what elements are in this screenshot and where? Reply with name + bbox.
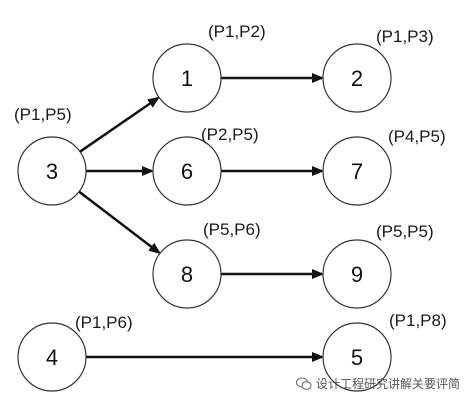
node-5: 5 [322,322,392,392]
node-number: 9 [351,262,363,287]
node-circle [322,322,392,392]
node-8-tag: (P5,P6) [203,220,261,239]
node-9-tag: (P5,P5) [376,222,434,241]
node-circle [322,239,392,309]
watermark-text: 设计工程研究讲解关要评简 [316,377,461,391]
node-2: 2 [322,43,392,113]
node-3: 3 [17,136,87,206]
edge-3-to-8 [78,190,161,254]
node-number: 4 [46,345,58,370]
node-9: 9 [322,239,392,309]
node-circle [17,136,87,206]
node-8: 8 [152,239,222,309]
node-1-tag: (P1,P2) [208,22,266,41]
watermark: 设计工程研究讲解关要评简 [296,375,460,392]
node-1: 1 [152,43,222,113]
node-6-tag: (P2,P5) [201,125,259,144]
node-circle [152,239,222,309]
node-7: 7 [322,136,392,206]
wechat-icon [296,377,312,390]
node-6: 6 [152,136,222,206]
node-number: 1 [181,66,193,91]
node-number: 6 [181,159,193,184]
node-circle [152,136,222,206]
node-circle [152,43,222,113]
node-circle [322,43,392,113]
node-4-tag: (P1,P6) [75,313,133,332]
node-number: 7 [351,159,363,184]
edge-3-to-1 [79,96,160,153]
node-4: 4 [17,322,87,392]
node-number: 3 [46,159,58,184]
node-circle [322,136,392,206]
node-circle [17,322,87,392]
node-number: 8 [181,262,193,287]
node-number: 2 [351,66,363,91]
node-2-tag: (P1,P3) [376,27,434,46]
node-number: 5 [351,345,363,370]
node-7-tag: (P4,P5) [388,127,446,146]
node-3-tag: (P1,P5) [14,105,72,124]
node-5-tag: (P1,P8) [389,311,447,330]
